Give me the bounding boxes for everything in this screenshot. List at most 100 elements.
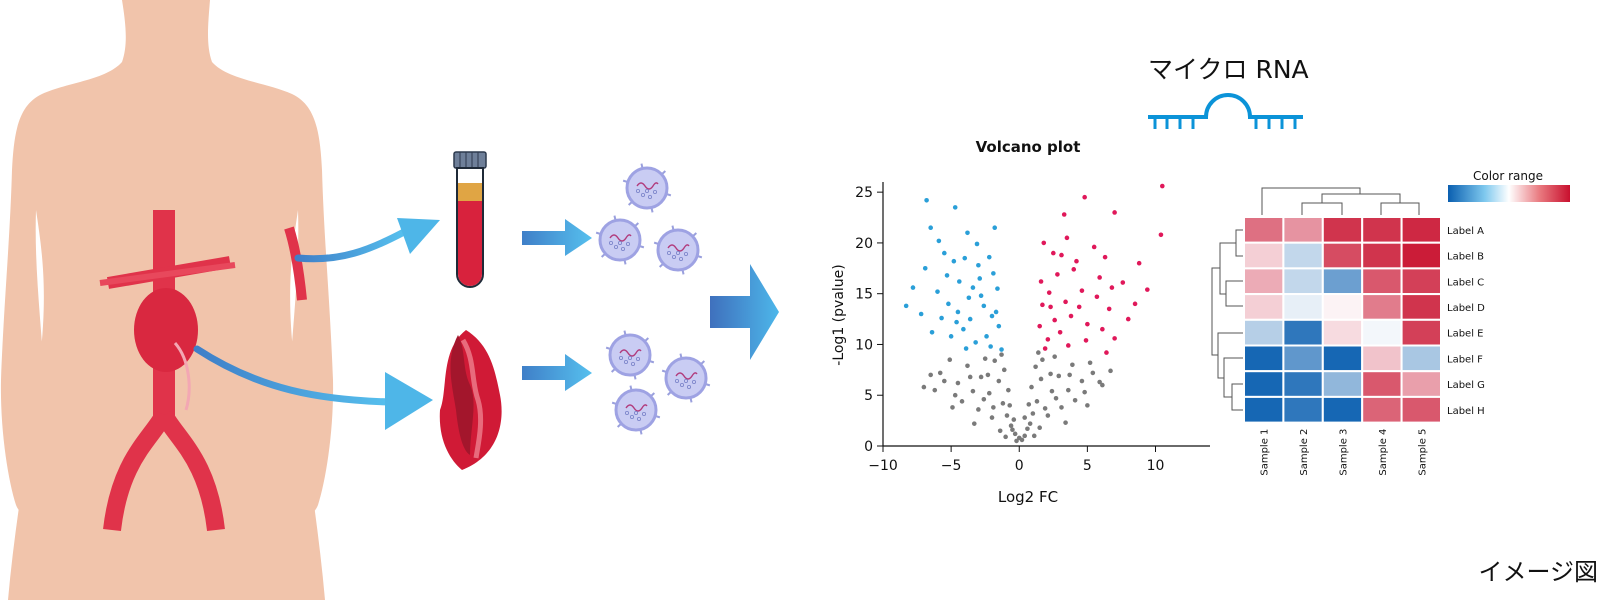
volcano-point (1072, 398, 1078, 403)
volcano-point (1011, 417, 1017, 422)
blood-tube-icon (453, 151, 487, 288)
volcano-point (1053, 395, 1059, 401)
volcano-point (995, 286, 1000, 291)
volcano-point (1055, 272, 1060, 277)
volcano-point (1037, 323, 1042, 329)
exosome-icon (611, 385, 661, 435)
volcano-point (1001, 367, 1007, 373)
x-tick-label: −10 (868, 458, 898, 474)
volcano-point (992, 225, 998, 230)
exosome-icon (622, 163, 672, 213)
heatmap-column-label: Sample 3 (1339, 429, 1350, 476)
volcano-point (910, 285, 916, 290)
volcano-point (928, 225, 933, 230)
heatmap-cell (1282, 241, 1324, 270)
small-arrow-bottom (522, 354, 592, 391)
heatmap-column-label: Sample 4 (1378, 429, 1389, 476)
volcano-point (1019, 437, 1025, 443)
heatmap-cell (1361, 370, 1403, 398)
iliac-arteries (103, 410, 225, 532)
volcano-point (1014, 438, 1019, 444)
volcano-point (1066, 387, 1071, 393)
volcano-point (976, 262, 981, 268)
volcano-point (1027, 421, 1033, 426)
volcano-point (1042, 406, 1048, 411)
volcano-point (1000, 401, 1006, 406)
volcano-point (1041, 240, 1047, 246)
heatmap-cell (1321, 267, 1364, 296)
heatmap-cell (1243, 293, 1285, 321)
volcano-point (1029, 384, 1034, 390)
volcano-point (999, 352, 1004, 357)
heatmap-cell (1400, 241, 1442, 270)
heatmap-cell (1400, 370, 1442, 398)
volcano-point (1079, 288, 1085, 293)
volcano-point (1026, 402, 1032, 407)
colorbar-title: Color range (1473, 169, 1543, 183)
volcano-point (992, 358, 998, 364)
heatmap-cell (1321, 344, 1364, 373)
image-caption: イメージ図 (1478, 558, 1598, 586)
heatmap-cell (1361, 344, 1403, 373)
volcano-point (985, 372, 991, 378)
volcano-point (1004, 413, 1010, 418)
volcano-point (1145, 287, 1150, 292)
volcano-point (1048, 371, 1053, 377)
volcano-point (1097, 275, 1102, 280)
volcano-point (1112, 210, 1117, 215)
row-dendrogram (1211, 229, 1244, 411)
volcano-point (936, 238, 942, 244)
volcano-point (993, 309, 999, 315)
volcano-point (929, 329, 935, 335)
heatmap-cell (1400, 267, 1442, 296)
volcano-point (991, 405, 996, 410)
heatmap-cell (1282, 267, 1324, 296)
aneurysm-highlight (173, 342, 191, 411)
volcano-point (1102, 254, 1108, 260)
volcano-point (1003, 434, 1008, 440)
volcano-point (996, 323, 1002, 329)
volcano-point (1022, 415, 1027, 420)
exosome-clusters (595, 163, 711, 435)
volcano-point (970, 388, 976, 394)
heatmap-cell (1361, 293, 1403, 321)
volcano-point (1074, 258, 1079, 264)
volcano-point (948, 334, 954, 339)
volcano-point (1070, 362, 1075, 368)
volcano-point (1106, 306, 1112, 312)
heatmap-cell (1243, 216, 1285, 244)
y-tick-label: 10 (855, 337, 873, 353)
volcano-point (1063, 299, 1068, 305)
y-tick-label: 25 (855, 185, 873, 201)
volcano-point (1100, 382, 1105, 388)
heatmap-cell (1282, 370, 1324, 398)
heatmap-cell (1243, 241, 1285, 270)
heatmap-cell (1321, 293, 1364, 321)
volcano-point (1037, 425, 1042, 431)
volcano-point (921, 384, 927, 390)
volcano-point (965, 230, 970, 236)
volcano-point (944, 273, 950, 278)
volcano-point (1108, 368, 1113, 374)
volcano-point (1104, 350, 1109, 355)
tissue-sample-icon (439, 330, 502, 470)
volcano-point (1045, 337, 1051, 342)
arm-to-tube-arrow-shaft (294, 228, 408, 263)
volcano-point (1066, 343, 1071, 348)
curved-arrows (193, 218, 440, 430)
microrna-icon (1148, 93, 1303, 129)
volcano-point (947, 357, 953, 362)
volcano-point (966, 295, 972, 301)
volcano-point (965, 363, 970, 369)
volcano-point (971, 421, 977, 426)
heatmap-column-label: Sample 2 (1299, 429, 1310, 476)
heatmap-cell (1361, 216, 1403, 244)
volcano-point (974, 241, 980, 247)
heatmap-cell (1243, 370, 1285, 398)
heatmap-cell (1400, 293, 1442, 321)
volcano-point (955, 309, 961, 315)
volcano-point (1087, 360, 1093, 366)
